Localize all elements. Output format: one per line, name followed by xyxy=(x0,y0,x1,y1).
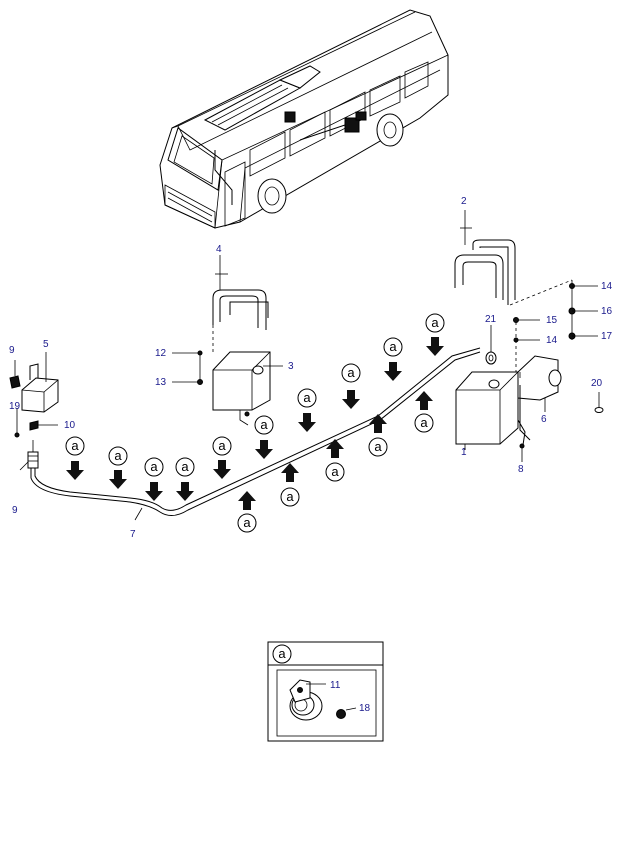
callout-7: 7 xyxy=(130,529,136,540)
hose-7 xyxy=(19,347,481,521)
marker-a: a xyxy=(65,436,85,456)
clip-10 xyxy=(14,408,58,438)
clip-arrows-up xyxy=(238,391,433,510)
reservoir-tank-1 xyxy=(455,371,519,450)
callout-12: 12 xyxy=(155,348,167,359)
callout-6: 6 xyxy=(541,414,547,425)
svg-text:a: a xyxy=(218,438,226,453)
marker-a: a xyxy=(254,415,274,435)
marker-a: a xyxy=(212,436,232,456)
callout-10: 10 xyxy=(64,420,76,431)
bus-illustration xyxy=(159,9,449,229)
svg-text:a: a xyxy=(260,417,268,432)
svg-text:a: a xyxy=(243,515,251,530)
callout-4: 4 xyxy=(216,244,222,255)
marker-a: a xyxy=(383,337,403,357)
svg-text:a: a xyxy=(420,415,428,430)
callout-16: 16 xyxy=(601,306,613,317)
marker-a: a xyxy=(144,457,164,477)
svg-text:a: a xyxy=(389,339,397,354)
marker-a: a xyxy=(297,388,317,408)
callout-3: 3 xyxy=(288,361,294,372)
marker-a: a xyxy=(414,413,434,433)
svg-text:a: a xyxy=(71,438,79,453)
svg-text:a: a xyxy=(286,489,294,504)
marker-a: a xyxy=(175,457,195,477)
bracket-2 xyxy=(454,210,573,306)
callout-14: 14 xyxy=(546,335,558,346)
marker-a: a xyxy=(108,446,128,466)
callout-15: 15 xyxy=(546,315,558,326)
marker-a: a xyxy=(368,437,388,457)
reservoir-tank-3 xyxy=(212,351,283,426)
callout-5: 5 xyxy=(43,339,49,350)
callout-14: 14 xyxy=(601,281,613,292)
callout-19: 19 xyxy=(9,401,21,412)
nut-18 xyxy=(336,707,357,719)
svg-text:a: a xyxy=(114,448,122,463)
clip-11 xyxy=(289,679,326,721)
callout-11: 11 xyxy=(330,680,341,691)
marker-a: a xyxy=(325,462,345,482)
callout-2: 2 xyxy=(461,196,467,207)
detail-marker: a xyxy=(278,646,286,661)
callout-18: 18 xyxy=(359,703,371,714)
callout-13: 13 xyxy=(155,377,167,388)
detail-box-a: a 11 18 xyxy=(267,641,384,742)
fasteners-right xyxy=(513,280,598,375)
svg-text:a: a xyxy=(303,390,311,405)
marker-a: a xyxy=(425,313,445,333)
callout-17: 17 xyxy=(601,331,613,342)
bracket-4 xyxy=(212,255,269,355)
svg-text:a: a xyxy=(331,464,339,479)
svg-text:a: a xyxy=(150,459,158,474)
nozzle-box-5 xyxy=(9,352,59,413)
pump-6 xyxy=(517,355,562,449)
marker-a: a xyxy=(280,487,300,507)
marker-a: a xyxy=(237,513,257,533)
fitting-21 xyxy=(485,325,497,365)
callout-1: 1 xyxy=(461,447,467,458)
callout-21: 21 xyxy=(485,314,497,325)
cap-20 xyxy=(594,392,604,413)
svg-text:a: a xyxy=(181,459,189,474)
callout-8: 8 xyxy=(518,464,524,475)
callout-numbers: 1 2 3 4 5 6 7 8 9 9 10 12 13 14 14 15 16… xyxy=(9,196,613,540)
clip-arrows-down xyxy=(66,337,444,501)
svg-text:a: a xyxy=(431,315,439,330)
clip-markers: a a a a a a a a a a a a a a a xyxy=(65,313,445,533)
callout-20: 20 xyxy=(591,378,603,389)
svg-text:a: a xyxy=(374,439,382,454)
leader-lines xyxy=(172,350,523,462)
svg-text:a: a xyxy=(347,365,355,380)
callout-9: 9 xyxy=(12,505,18,516)
callout-9: 9 xyxy=(9,345,15,356)
marker-a: a xyxy=(341,363,361,383)
